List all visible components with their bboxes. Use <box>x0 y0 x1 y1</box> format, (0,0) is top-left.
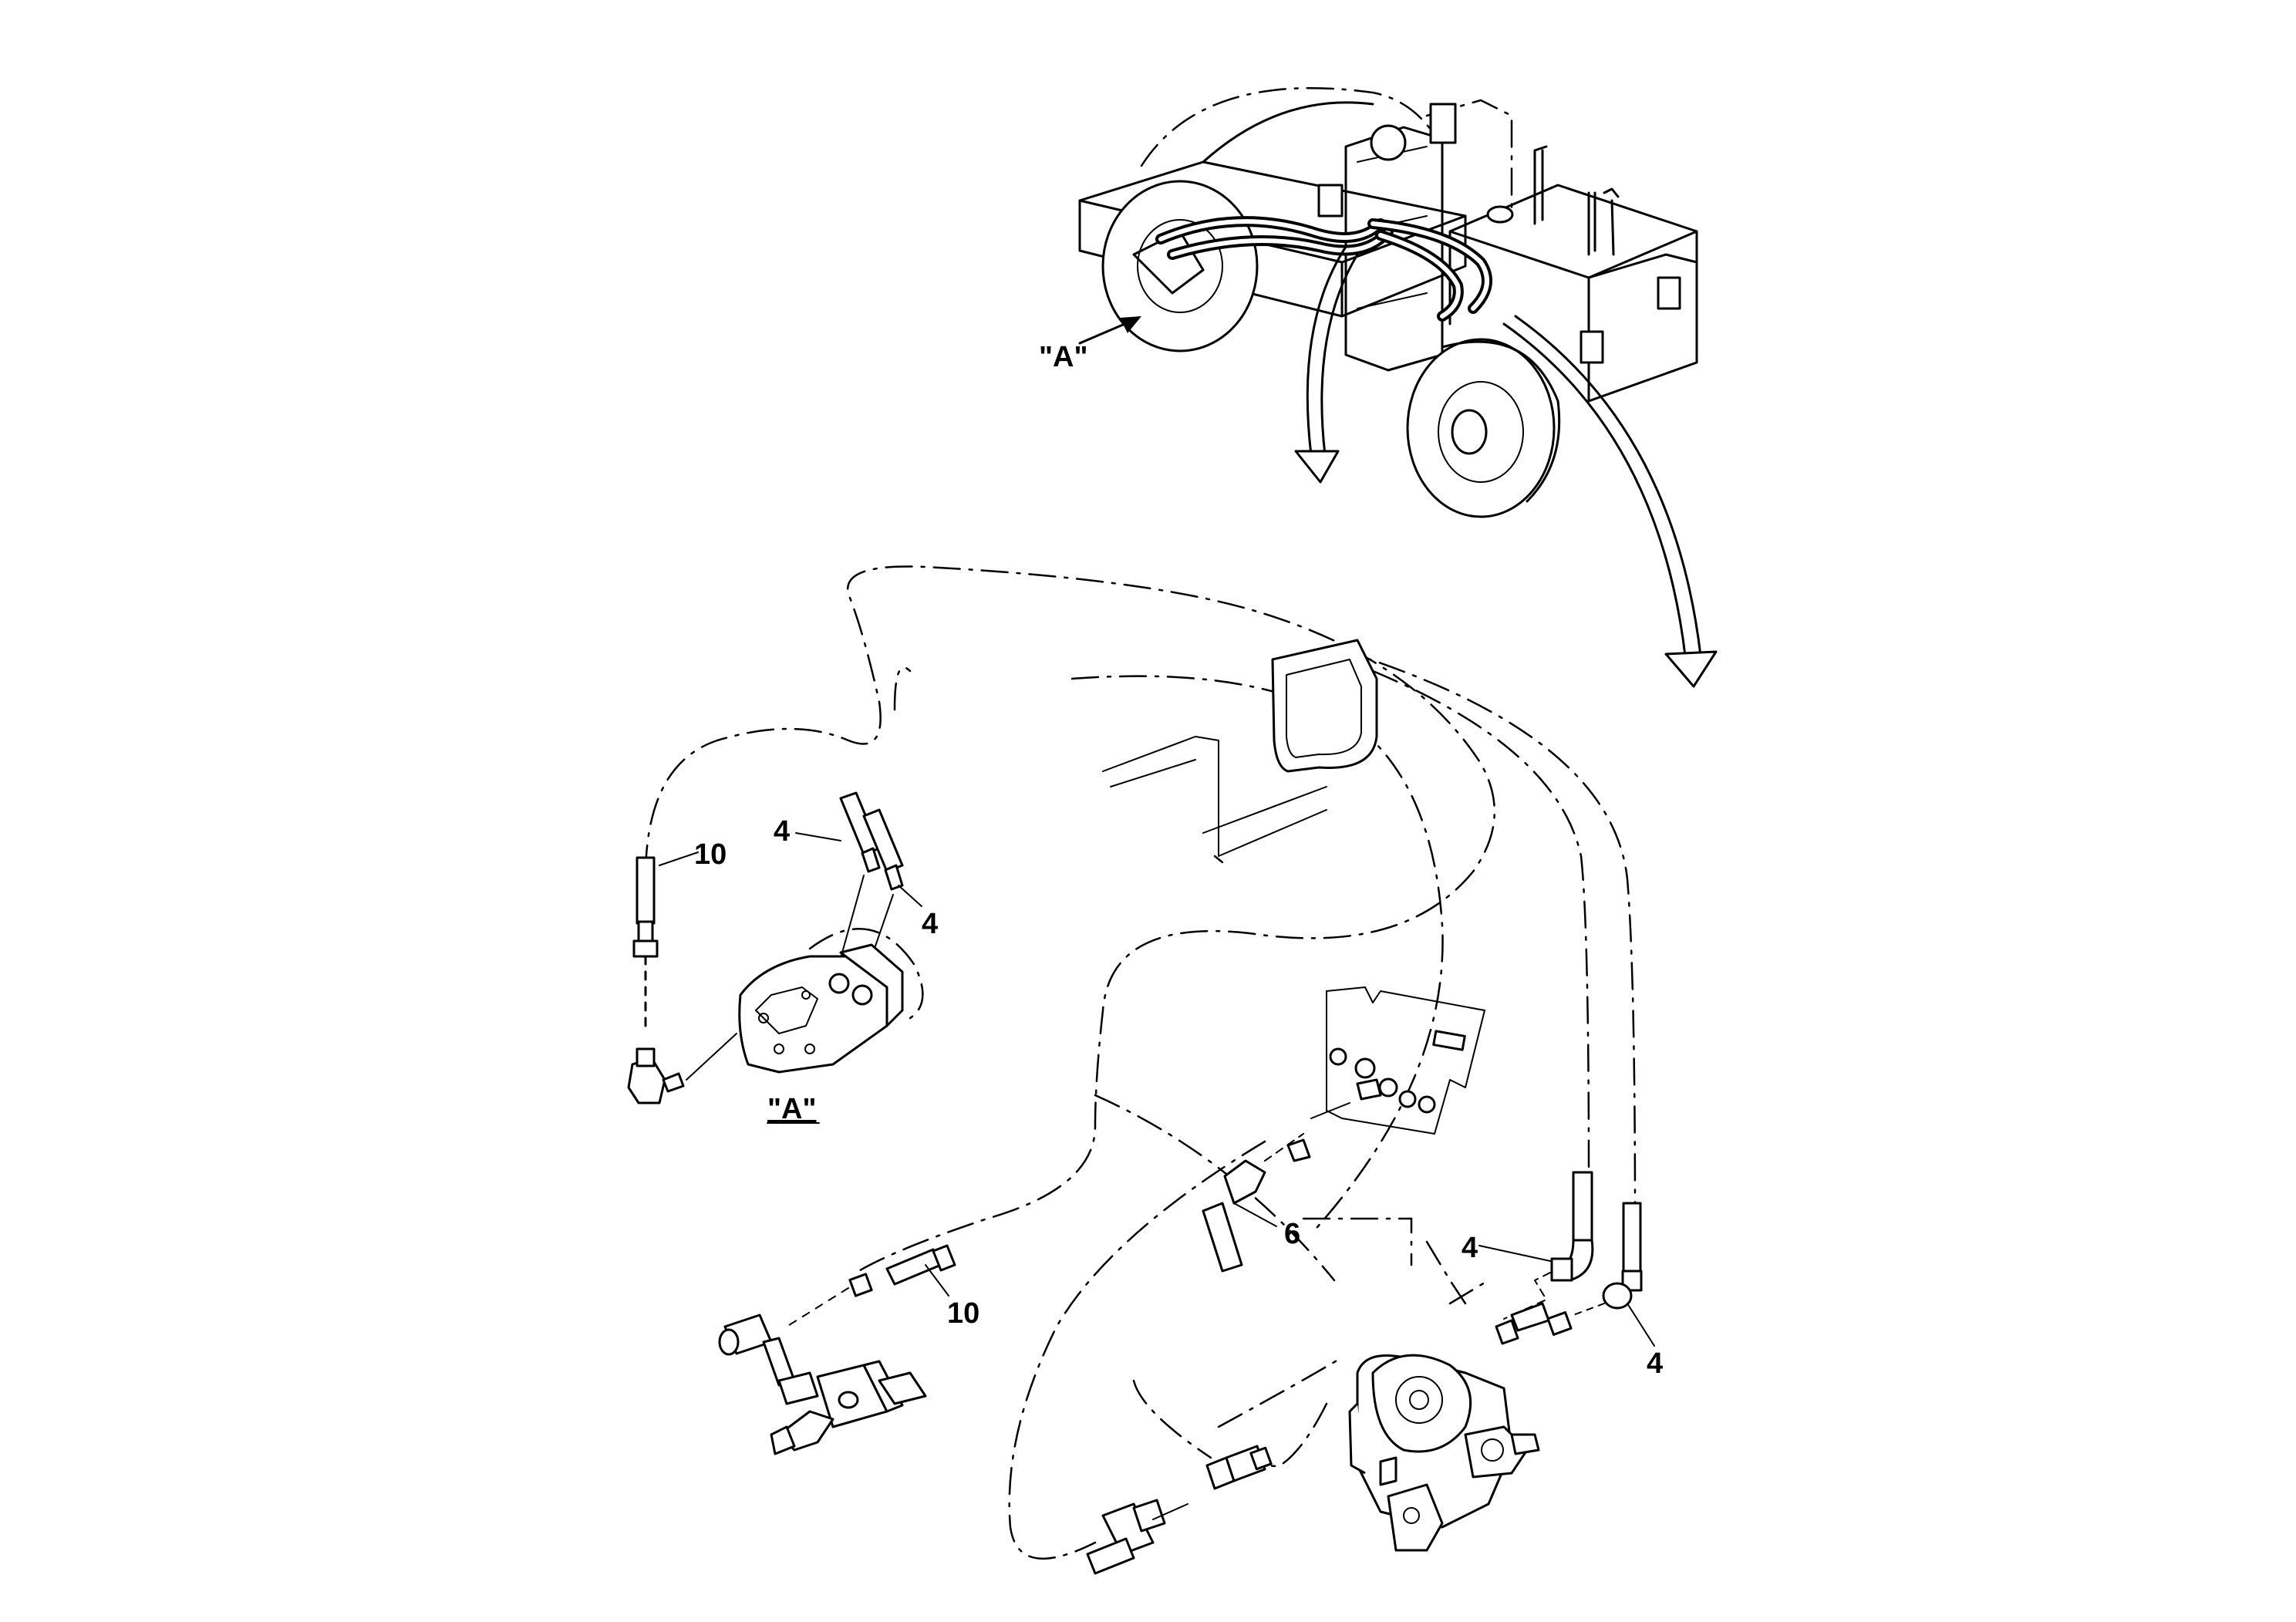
callout-4-lower-left: 4 <box>1462 1232 1478 1264</box>
pump-group <box>1086 1171 1643 1575</box>
callout-6: 6 <box>1284 1218 1300 1250</box>
callout-4-lower-right: 4 <box>1647 1347 1663 1380</box>
callout-10-lower: 10 <box>947 1297 979 1330</box>
fitting-panel <box>1202 986 1485 1273</box>
callout-4-upper-right: 4 <box>922 908 938 940</box>
motor-detail-a <box>627 791 924 1104</box>
view-arrow-label: "A" <box>1039 341 1087 373</box>
roller-machine <box>1078 86 1718 688</box>
callout-4-upper-left: 4 <box>774 815 790 848</box>
callout-10-upper: 10 <box>694 838 727 871</box>
leader-lines <box>659 832 1655 1347</box>
valve-group-left <box>718 1244 956 1455</box>
detail-a-label: "A" <box>767 1093 816 1125</box>
